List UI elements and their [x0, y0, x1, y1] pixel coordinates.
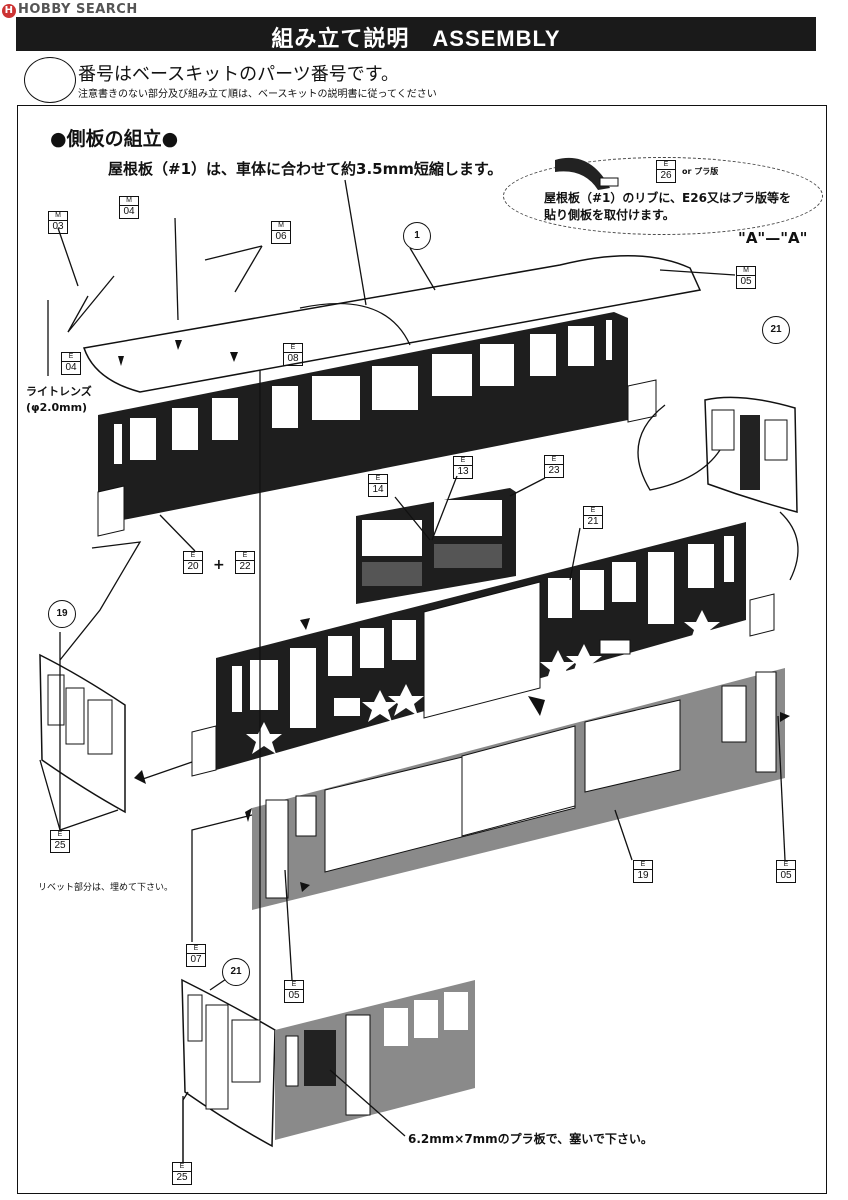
- section-title: ●側板の組立●: [50, 128, 179, 150]
- check-circle-icon: [24, 57, 76, 103]
- tag-m04-number: 04: [119, 205, 139, 219]
- callout-text: 屋根板（#1）のリブに、E26又はプラ版等を 貼り側板を取付けます。: [544, 190, 791, 224]
- tag-e22-series: E: [235, 551, 255, 560]
- tag-e05-b-number: 05: [284, 989, 304, 1003]
- circled-number-1: 1: [403, 222, 431, 250]
- tag-e25-a-series: E: [50, 830, 70, 839]
- tag-e21-series: E: [583, 506, 603, 515]
- plate-note: 6.2mm×7mmのプラ板で、塞いで下さい。: [408, 1132, 653, 1146]
- upper-side-panel: [97, 312, 657, 537]
- tag-m04-series: M: [119, 196, 139, 205]
- lower-detail-panel: [275, 980, 475, 1140]
- tag-e04-series: E: [61, 352, 81, 361]
- circled-number-21-top: 21: [762, 316, 790, 344]
- tag-e08-number: 08: [283, 352, 303, 366]
- lower-side-panel-e19: [252, 668, 785, 910]
- tag-e25-b-number: 25: [172, 1171, 192, 1185]
- tag-e05-a-series: E: [776, 860, 796, 869]
- tag-m03-series: M: [48, 211, 68, 220]
- tag-e23-number: 23: [544, 464, 564, 478]
- tag-e05-b-series: E: [284, 980, 304, 989]
- callout-line-1: 屋根板（#1）のリブに、E26又はプラ版等を: [544, 191, 791, 205]
- intro-line-2: 注意書きのない部分及び組み立て順は、ベースキットの説明書に従ってください: [78, 89, 437, 100]
- tag-e25-b-series: E: [172, 1162, 192, 1171]
- tag-m03-number: 03: [48, 220, 68, 234]
- tag-e26-series: E: [656, 160, 676, 169]
- tag-e08-series: E: [283, 343, 303, 352]
- tag-e23-series: E: [544, 455, 564, 464]
- page-title: 組み立て説明 ASSEMBLY: [271, 26, 561, 51]
- tag-e07-series: E: [186, 944, 206, 953]
- main-side-panel-e21: [191, 522, 775, 777]
- front-panel-19: [39, 653, 126, 814]
- view-label: "A"—"A": [738, 229, 808, 247]
- leader-lines: [39, 179, 799, 1162]
- tag-e14-number: 14: [368, 483, 388, 497]
- tag-e07-number: 07: [186, 953, 206, 967]
- logo-icon: H: [2, 4, 16, 18]
- tag-e13-series: E: [453, 456, 473, 465]
- intro-line-1: 番号はベースキットのパーツ番号です。: [78, 64, 399, 85]
- roof-part: [83, 255, 702, 393]
- rivet-note: リベット部分は、埋めて下さい。: [38, 883, 174, 893]
- light-lens-line-1: ライトレンズ: [26, 385, 92, 398]
- tag-e13-number: 13: [453, 465, 473, 479]
- front-panel-21-bottom: [181, 978, 276, 1148]
- content-frame: [17, 105, 827, 1194]
- tag-e25-a-number: 25: [50, 839, 70, 853]
- front-panel-21-top: [704, 396, 798, 513]
- tag-m05-number: 05: [736, 275, 756, 289]
- roof-shorten-note: 屋根板（#1）は、車体に合わせて約3.5mm短縮します。: [108, 160, 503, 178]
- arrow-heads: [118, 340, 790, 892]
- window-sub-panel: [356, 488, 516, 604]
- page-header: 組み立て説明 ASSEMBLY: [16, 17, 816, 51]
- circled-number-21-bottom: 21: [222, 958, 250, 986]
- tag-m05-series: M: [736, 266, 756, 275]
- tag-m06-series: M: [271, 221, 291, 230]
- callout-rib-icon: [555, 157, 619, 190]
- tag-e26-number: 26: [656, 169, 676, 183]
- tag-e04-number: 04: [61, 361, 81, 375]
- circled-number-19: 19: [48, 600, 76, 628]
- plus-sign: +: [213, 557, 225, 573]
- tag-e21-number: 21: [583, 515, 603, 529]
- tag-e14-series: E: [368, 474, 388, 483]
- or-plastic-label: or プラ版: [682, 167, 719, 176]
- tag-e19-series: E: [633, 860, 653, 869]
- tag-e19-number: 19: [633, 869, 653, 883]
- watermark-text: HOBBY SEARCH: [18, 2, 138, 17]
- callout-line-2: 貼り側板を取付けます。: [544, 208, 675, 222]
- tag-e22-number: 22: [235, 560, 255, 574]
- light-lens-line-2: (φ2.0mm): [26, 401, 88, 414]
- tag-e20-number: 20: [183, 560, 203, 574]
- tag-e05-a-number: 05: [776, 869, 796, 883]
- tag-m06-number: 06: [271, 230, 291, 244]
- detail-callout: [503, 157, 823, 235]
- light-lens-label: ライトレンズ (φ2.0mm): [26, 384, 92, 416]
- tag-e20-series: E: [183, 551, 203, 560]
